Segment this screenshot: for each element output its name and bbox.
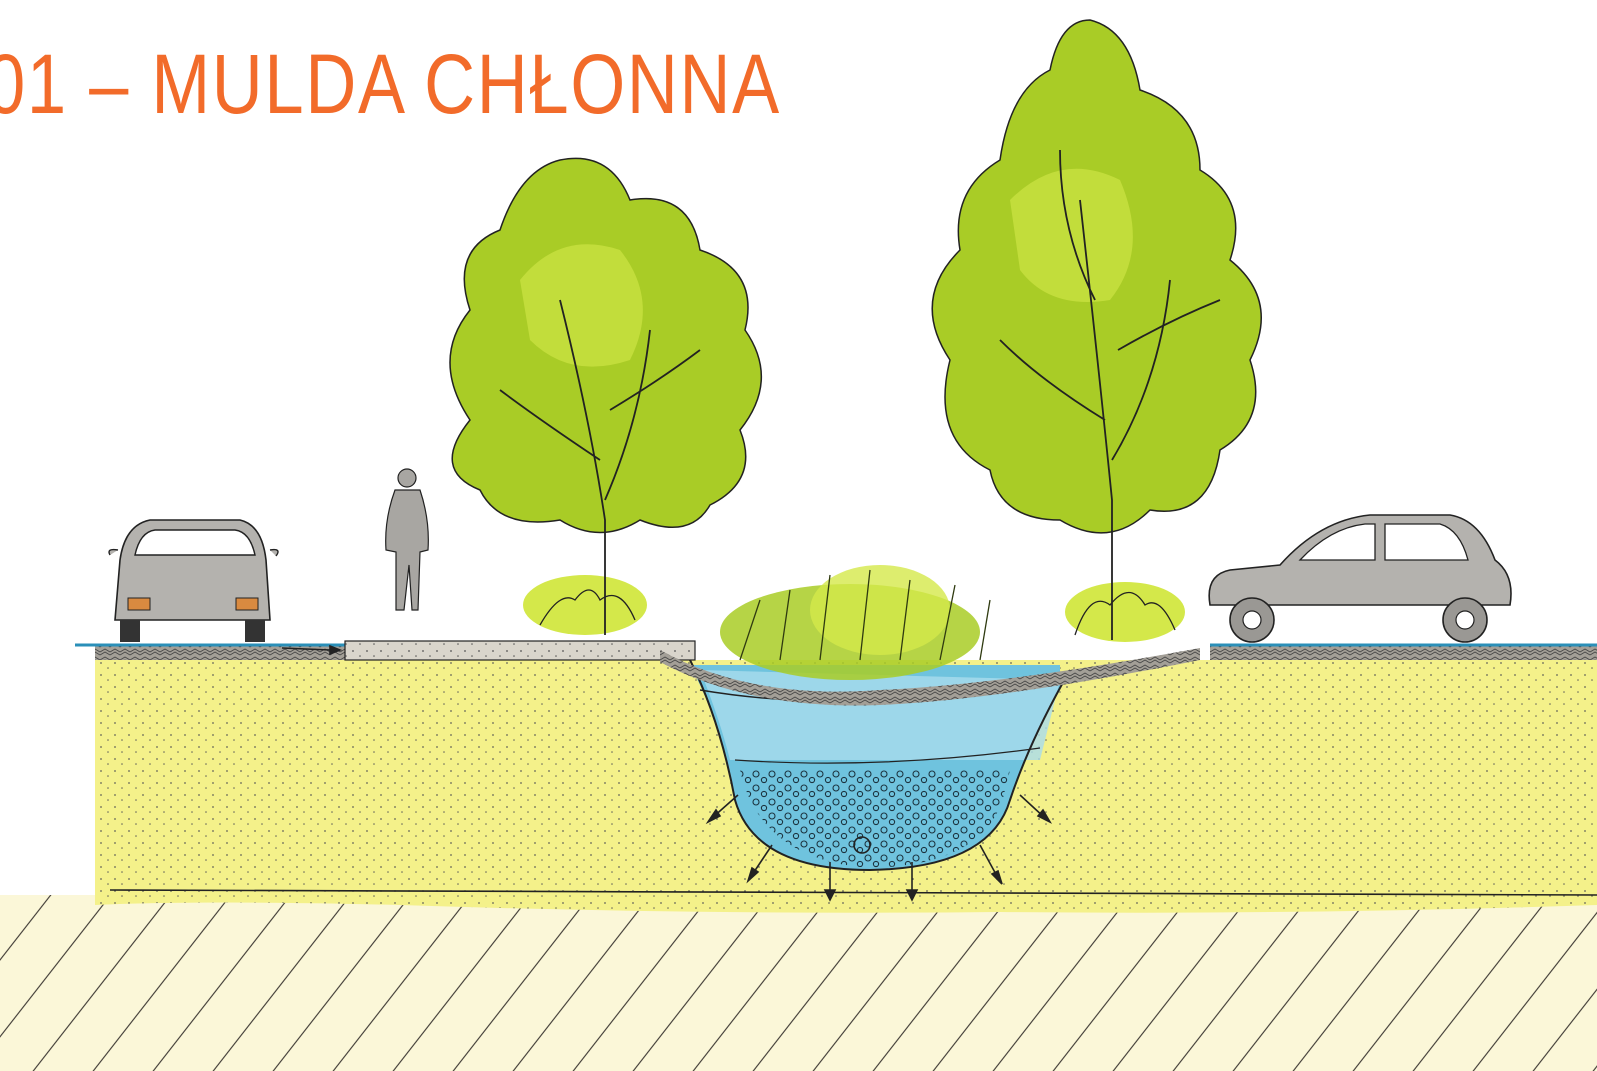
sidewalk: [345, 641, 695, 660]
tree-right: [932, 20, 1261, 640]
shrub-right: [1065, 582, 1185, 642]
tree-left: [450, 158, 761, 635]
swale-vegetation: [720, 565, 990, 680]
pavement-left: [75, 645, 345, 660]
pavement-right: [1210, 645, 1597, 660]
pedestrian: [386, 469, 429, 610]
shrub-left: [523, 575, 647, 635]
car-front: [109, 520, 278, 642]
subsoil-layer: [0, 895, 1597, 1071]
car-side: [1209, 515, 1511, 642]
